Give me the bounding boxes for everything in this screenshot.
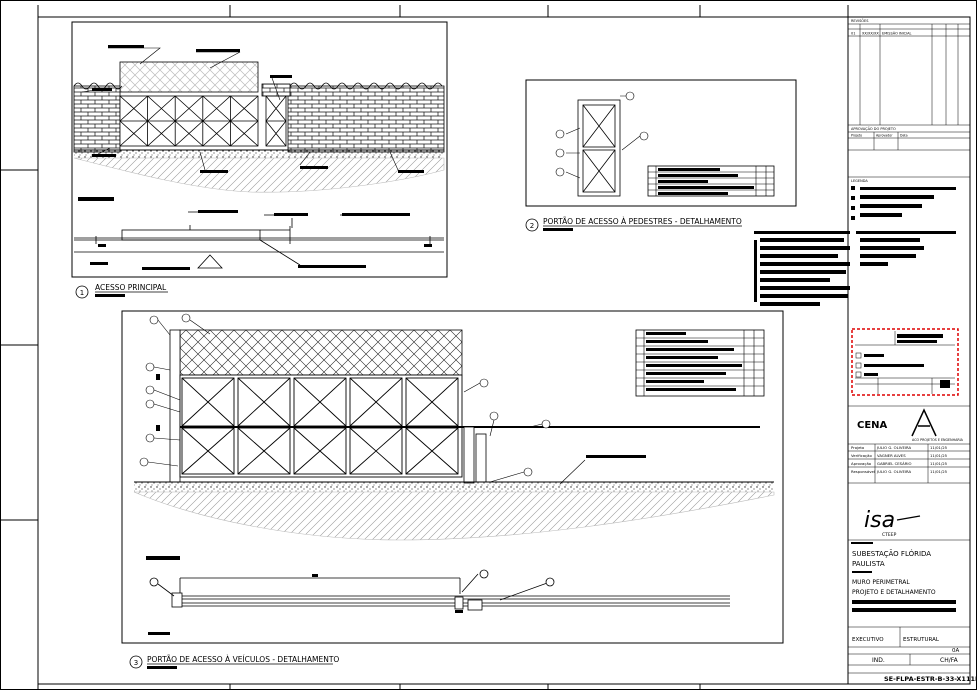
sig-date-0: 11/01/25 [930, 445, 948, 450]
legend-header: LEGENDA [851, 179, 868, 183]
sig-date-3: 11/01/25 [930, 469, 948, 474]
revision-date: XX/XX/XX [862, 32, 879, 36]
view-2-number: 2 [530, 222, 534, 230]
sig-name-3: JULIO G. OLIVEIRA [876, 469, 912, 474]
doc-revision: 0A [952, 648, 959, 654]
view-3-border [121, 310, 784, 644]
sig-name-2: GABRIEL CESÁRIO [877, 461, 912, 466]
sig-name-0: JULIO G. OLIVEIRA [876, 445, 912, 450]
view-2-portao-pedestres: 2 PORTÃO DE ACESSO À PEDESTRES - DETALHA… [525, 79, 797, 232]
firm-logo: CENA [857, 420, 888, 431]
firm-tagline: ACO PROJETOS E ENGENHARIA [912, 438, 964, 442]
view-1-fence-mesh [119, 61, 259, 93]
view-1-pedestrian-gate [261, 83, 291, 147]
client-sub: CTEEP [882, 532, 897, 538]
view-1-vehicle-gate [119, 95, 259, 147]
view-1-wall-right [287, 85, 445, 153]
view-1-title: ACESSO PRINCIPAL [95, 283, 167, 292]
revisions-header: REVISÕES [851, 18, 869, 23]
sig-role-1: Verificação [851, 453, 872, 458]
view-1-border [71, 21, 448, 278]
view-3-portao-veiculos: 3 PORTÃO DE ACESSO À VEÍCULOS - DETALHAM… [121, 310, 784, 669]
project-title-1: MURO PERIMETRAL [852, 579, 910, 586]
approval-col-2: Data [900, 134, 908, 138]
project-title-2: PROJETO E DETALHAMENTO [852, 589, 936, 596]
zone-ticks [0, 5, 849, 690]
view-3-fence-mesh [179, 329, 463, 376]
view-3-table [635, 329, 765, 397]
phase-label: EXECUTIVO [852, 637, 884, 643]
revision-number: 01 [851, 32, 855, 36]
project-line-2: PAULISTA [852, 560, 885, 568]
sig-date-2: 11/01/25 [930, 461, 948, 466]
approval-col-1: Aprovador [876, 134, 893, 138]
sig-role-0: Projeto [851, 445, 865, 450]
firm-logo-icon [911, 408, 937, 437]
doc-code: SE-FLPA-ESTR-B-33-X111B [884, 675, 977, 683]
view-2-border [525, 79, 797, 207]
notes-block [754, 231, 956, 306]
view-2-title: PORTÃO DE ACESSO À PEDESTRES - DETALHAME… [543, 217, 742, 226]
title-block: REVISÕES 01 XX/XX/XX EMISSÃO INICIAL APR… [847, 16, 977, 685]
view-2-gate [577, 99, 621, 197]
approval-header: APROVAÇÃO DO PROJETO [851, 126, 896, 131]
sig-name-1: VAGNER ALVES [877, 453, 906, 458]
sig-role-2: Aprovação [851, 461, 872, 466]
phase-discipline: ESTRUTURAL [903, 637, 940, 643]
view-3-plan [149, 569, 730, 611]
view-3-number: 3 [134, 659, 138, 667]
view-1-acesso-principal: 1 ACESSO PRINCIPAL [71, 21, 448, 299]
sig-date-1: 11/01/25 [930, 453, 948, 458]
sig-role-3: Responsável [851, 469, 875, 474]
project-line-1: SUBESTAÇÃO FLÓRIDA [852, 549, 931, 558]
revision-description: EMISSÃO INICIAL [882, 31, 912, 36]
doc-sheet: CH/FA [940, 657, 959, 664]
view-1-number: 1 [80, 289, 84, 297]
client-logo: isa [864, 508, 895, 533]
view-3-title: PORTÃO DE ACESSO À VEÍCULOS - DETALHAMEN… [147, 655, 339, 664]
doc-scale: IND. [872, 657, 885, 664]
stamp-box [851, 328, 959, 396]
signatures: Projeto JULIO G. OLIVEIRA 11/01/25 Verif… [851, 445, 948, 474]
view-1-wall-left [73, 85, 121, 153]
view-2-table [647, 165, 775, 197]
approval-col-0: Projeto [851, 134, 862, 138]
